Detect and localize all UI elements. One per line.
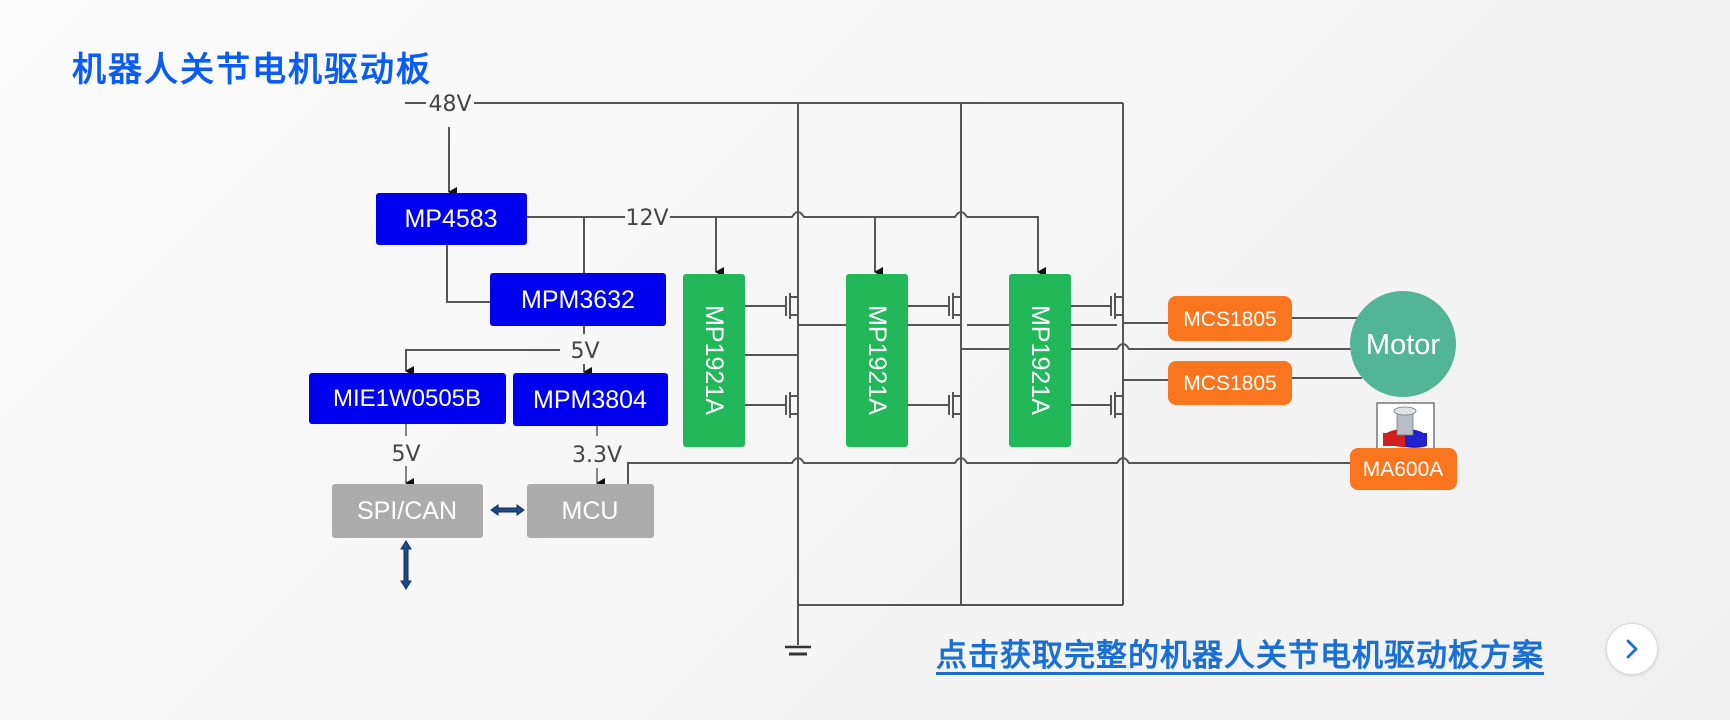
rail-48v: 48V xyxy=(405,92,1124,605)
chevron-right-icon xyxy=(1626,639,1638,659)
block-spi-can: SPI/CAN xyxy=(332,484,483,538)
block-current-sensor-2: MCS1805 xyxy=(1168,361,1292,405)
mosfet-high-icon xyxy=(1110,293,1123,319)
mosfet-low-icon xyxy=(948,392,961,418)
block-current-sensor-1: MCS1805 xyxy=(1168,296,1292,341)
motor-circle: Motor xyxy=(1350,291,1456,397)
label-3v3: 3.3V xyxy=(572,443,622,468)
label-5v-main: 5V xyxy=(570,339,599,364)
label-5v-iso: 5V xyxy=(391,442,420,467)
block-mp4583: MP4583 xyxy=(376,193,527,245)
rail-5v: 5V 5V 3.3V xyxy=(391,326,622,488)
svg-text:SPI/CAN: SPI/CAN xyxy=(357,497,457,525)
next-button[interactable] xyxy=(1606,623,1658,675)
block-mcu: MCU xyxy=(527,484,654,538)
mosfet-low-icon xyxy=(1110,392,1123,418)
svg-text:MA600A: MA600A xyxy=(1363,458,1444,481)
page-title: 机器人关节电机驱动板 xyxy=(72,50,432,90)
svg-text:MP1921A: MP1921A xyxy=(700,305,728,415)
svg-text:MPM3804: MPM3804 xyxy=(533,386,647,414)
block-driver-3: MP1921A xyxy=(1009,274,1071,447)
block-mie1w0505b: MIE1W0505B xyxy=(309,373,506,424)
half-bridge-c xyxy=(1071,293,1123,418)
svg-text:Motor: Motor xyxy=(1366,329,1440,361)
svg-text:MCS1805: MCS1805 xyxy=(1183,308,1276,331)
block-mpm3804: MPM3804 xyxy=(513,373,668,426)
svg-text:MPM3632: MPM3632 xyxy=(521,286,635,314)
block-mpm3632: MPM3632 xyxy=(490,273,666,326)
svg-text:MCU: MCU xyxy=(562,497,619,525)
svg-text:MP1921A: MP1921A xyxy=(863,305,891,415)
get-full-solution-link[interactable]: 点击获取完整的机器人关节电机驱动板方案 xyxy=(936,638,1544,674)
svg-text:MP4583: MP4583 xyxy=(404,205,497,233)
mosfet-high-icon xyxy=(948,293,961,319)
rail-12v: 12V xyxy=(446,206,1046,303)
block-angle-sensor: MA600A xyxy=(1350,448,1457,490)
bus-io-arrow-icon xyxy=(400,540,412,590)
bidirectional-arrow-icon xyxy=(490,504,525,516)
svg-text:MP1921A: MP1921A xyxy=(1026,305,1054,415)
label-48v: 48V xyxy=(428,92,471,117)
svg-text:MIE1W0505B: MIE1W0505B xyxy=(333,385,481,412)
mosfet-low-icon xyxy=(785,392,798,418)
magnet-encoder-icon xyxy=(1376,402,1435,452)
mcu-sensor-bus xyxy=(627,457,1352,484)
ground-icon xyxy=(785,645,811,656)
block-driver-2: MP1921A xyxy=(846,274,908,447)
label-12v: 12V xyxy=(625,206,668,231)
ground-bus xyxy=(785,604,1123,656)
block-driver-1: MP1921A xyxy=(683,274,745,447)
svg-text:MCS1805: MCS1805 xyxy=(1183,372,1276,395)
mosfet-high-icon xyxy=(785,290,799,320)
